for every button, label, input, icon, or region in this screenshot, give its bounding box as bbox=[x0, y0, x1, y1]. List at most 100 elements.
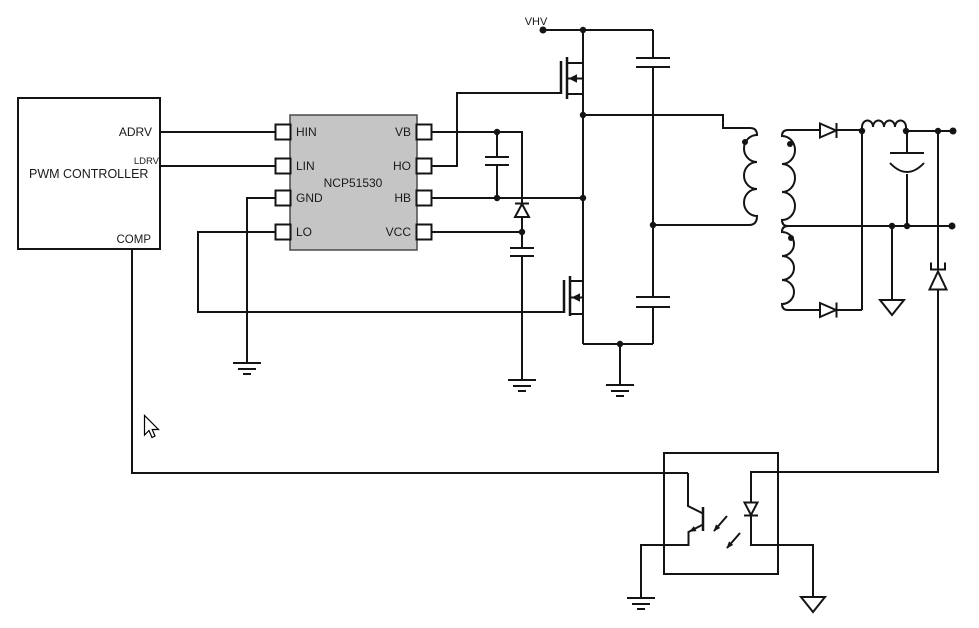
pin-box-hin bbox=[274, 123, 292, 141]
opto-led-triangle bbox=[742, 501, 760, 518]
ic-name-label: NCP51530 bbox=[324, 176, 383, 190]
earth-ground-opto-emitter bbox=[627, 597, 655, 610]
wire-zener-opto-led bbox=[750, 131, 939, 597]
pin-label-hin: HIN bbox=[296, 125, 317, 139]
zener-triangle bbox=[927, 269, 949, 291]
pwm-controller-box bbox=[17, 97, 161, 250]
vhv-terminal-dot bbox=[539, 26, 547, 34]
pin-box-lin bbox=[274, 157, 292, 175]
pin-box-gnd bbox=[274, 189, 292, 207]
vcc-capacitor bbox=[510, 247, 534, 257]
pwm-ldrv-label: LDRV bbox=[134, 156, 160, 167]
output-return-terminal-dot bbox=[948, 222, 956, 230]
earth-ground-vcc-cap bbox=[508, 379, 536, 392]
mosfet-low-side bbox=[562, 276, 583, 316]
ic-body bbox=[289, 114, 418, 251]
bootstrap-diode-triangle bbox=[513, 201, 531, 218]
optocoupler-box bbox=[663, 452, 779, 575]
ic-pin-boxes bbox=[274, 123, 433, 241]
opto-led bbox=[742, 501, 760, 518]
wire-ho-gate bbox=[432, 92, 561, 167]
ic-ncp51530: HIN LIN GND LO VB HO HB VCC NCP51530 bbox=[274, 114, 433, 251]
optocoupler bbox=[640, 452, 779, 598]
output-capacitor-curved-plate bbox=[889, 162, 925, 173]
pwm-controller-block: ADRV LDRV PWM CONTROLLER COMP bbox=[17, 97, 161, 250]
bootstrap-capacitor bbox=[485, 156, 509, 166]
wire-comp-feedback bbox=[131, 249, 688, 474]
earth-ground-power-stage bbox=[606, 384, 634, 397]
output-inductor bbox=[861, 119, 907, 131]
rectifier-diode-bottom-triangle bbox=[819, 301, 839, 319]
pwm-title-label: PWM CONTROLLER bbox=[29, 167, 148, 181]
light-arrow-1-head bbox=[713, 524, 721, 532]
junction-dot bbox=[579, 26, 587, 34]
zener-diode bbox=[927, 262, 949, 291]
secondary-top-phase-dot bbox=[787, 141, 793, 147]
secondary-bottom-phase-dot bbox=[788, 235, 794, 241]
pin-box-ho bbox=[415, 157, 433, 175]
pin-label-gnd: GND bbox=[296, 191, 323, 205]
junction-dot bbox=[493, 194, 501, 202]
junction-dot bbox=[934, 127, 942, 135]
mosfet-high-side bbox=[559, 57, 583, 99]
wire-gnd-pin bbox=[246, 197, 275, 363]
pin-box-vb bbox=[415, 123, 433, 141]
secondary-winding-bottom bbox=[780, 225, 820, 311]
wire-lo-gate bbox=[197, 231, 564, 313]
pin-box-hb bbox=[415, 189, 433, 207]
opto-emitter-arrow bbox=[689, 526, 697, 532]
junction-dot bbox=[579, 194, 587, 202]
capacitors bbox=[485, 57, 925, 308]
mouse-cursor bbox=[143, 414, 160, 439]
pin-label-ho: HO bbox=[393, 159, 411, 173]
junction-dot bbox=[649, 221, 657, 229]
ground-symbols bbox=[233, 299, 907, 614]
junction-dot bbox=[616, 340, 624, 348]
light-arrow-2-head bbox=[726, 541, 734, 549]
pin-label-lo: LO bbox=[296, 225, 312, 239]
hs-body-arrow bbox=[568, 74, 577, 83]
junction-dot bbox=[579, 111, 587, 119]
opto-phototransistor bbox=[640, 473, 705, 598]
wire-switch-node bbox=[583, 114, 750, 129]
earth-ground-gnd-pin bbox=[233, 362, 261, 375]
opto-light-arrows bbox=[713, 515, 741, 549]
secondary-winding-top bbox=[780, 129, 820, 227]
junction-dot bbox=[493, 128, 501, 136]
ls-body-arrow bbox=[571, 293, 580, 302]
opto-collector bbox=[687, 473, 704, 515]
pin-label-lin: LIN bbox=[296, 159, 315, 173]
divider-capacitor-bottom bbox=[636, 296, 670, 308]
triangle-ground-secondary bbox=[877, 299, 907, 317]
junction-dot bbox=[902, 127, 910, 135]
junction-dot bbox=[518, 228, 526, 236]
junction-dot bbox=[858, 127, 866, 135]
vhv-label: VHV bbox=[525, 16, 548, 28]
pin-label-vb: VB bbox=[395, 125, 411, 139]
divider-capacitor-top bbox=[636, 57, 670, 68]
pin-label-vcc: VCC bbox=[386, 225, 412, 239]
wire-bottom-rail bbox=[583, 343, 653, 385]
primary-winding bbox=[653, 127, 759, 226]
wires bbox=[131, 29, 953, 597]
opto-emitter bbox=[640, 523, 704, 598]
pin-label-hb: HB bbox=[394, 191, 411, 205]
pin-box-vcc bbox=[415, 223, 433, 241]
transformer bbox=[653, 127, 820, 311]
bootstrap-diode bbox=[513, 201, 531, 218]
pwm-adrv-label: ADRV bbox=[119, 125, 152, 139]
rectifier-diode-bottom bbox=[819, 301, 839, 319]
vhv-terminal: VHV bbox=[525, 16, 548, 34]
output-terminal-dot bbox=[949, 127, 957, 135]
pwm-comp-label: COMP bbox=[117, 234, 152, 246]
junction-dot bbox=[888, 222, 896, 230]
junction-dots bbox=[493, 26, 957, 348]
rectifier-diode-top-triangle bbox=[819, 121, 839, 140]
wire-vb bbox=[432, 131, 523, 203]
primary-phase-dot bbox=[742, 139, 748, 145]
rectifier-diode-top bbox=[819, 121, 839, 140]
triangle-ground-opto-led bbox=[798, 596, 828, 614]
pin-box-lo bbox=[274, 223, 292, 241]
